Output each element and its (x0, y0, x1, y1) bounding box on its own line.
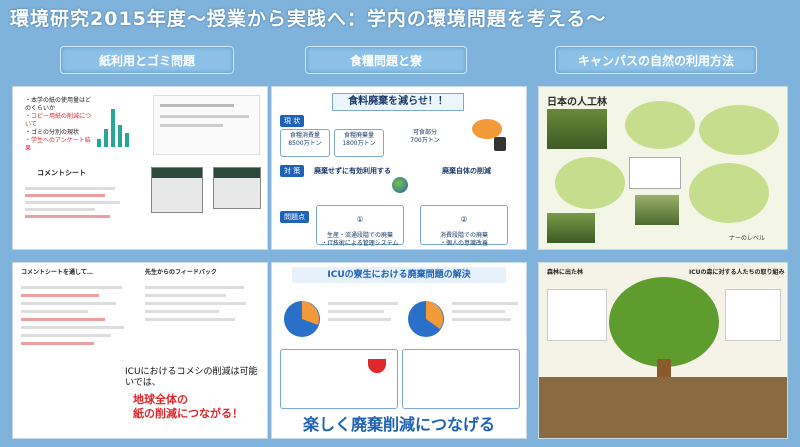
bar (125, 133, 129, 147)
stat-label: 可食部分 (412, 129, 437, 136)
panel-feedback: コメントシートを通して… 先生からのフィードバック ICUにおけるコメシの削減は… (12, 262, 268, 439)
issue-text: 生産・流通段階での廃棄 ・IT技術による管理システム (321, 232, 399, 247)
feedback-left-heading: コメントシートを通して… (21, 269, 93, 276)
measure-reuse: 廃棄せずに有効利用する (314, 167, 391, 175)
screenshot-thumb (151, 167, 203, 213)
tree-left-heading: 森林に出た林 (547, 269, 584, 276)
pie-chart (284, 301, 320, 337)
document-preview (153, 95, 260, 155)
usage-bar-chart (97, 109, 129, 147)
note-line: ・コピー用紙の削減について (25, 113, 92, 128)
bar (97, 139, 101, 147)
comment-sheet-heading: コメントシート (37, 169, 86, 177)
forest-photo (547, 109, 607, 149)
leaf-blob (625, 101, 695, 149)
stat-edible: 可食部分 700万トン (402, 127, 448, 153)
stat-value: 1800万トン (342, 140, 376, 147)
forest-heading: 日本の人工林 (547, 97, 607, 108)
pie-chart (408, 301, 444, 337)
forest-photo (635, 195, 679, 225)
feedback-right-text (145, 281, 257, 326)
stat-value: 700万トン (410, 137, 440, 144)
feedback-left-text (21, 281, 133, 350)
bar (104, 129, 108, 147)
dorm-banner: 楽しく廃棄削減につなげる (302, 415, 495, 434)
forest-caption: ナーのレベル (729, 235, 766, 242)
callout-red-text: 地球全体の 紙の削減につながる！ (133, 393, 243, 420)
soil-area (539, 377, 787, 438)
issue-production: ① 生産・流通段階での廃棄 ・IT技術による管理システム (316, 205, 404, 247)
food-icon (472, 119, 502, 139)
right-graph (725, 289, 781, 341)
globe-icon (392, 177, 408, 193)
screenshot-thumb (213, 167, 261, 209)
leaf-blob (689, 163, 769, 223)
forest-photo (547, 213, 595, 243)
stat-waste: 食糧廃棄量 1800万トン (334, 129, 384, 157)
note-line: ・本学の紙の使用量はどのくらいか (25, 97, 92, 112)
comment-text-block (25, 183, 125, 222)
panel-artificial-forest: 日本の人工林 ナーのレベル (538, 86, 788, 250)
panel-paper-research: ・本学の紙の使用量はどのくらいか ・コピー用紙の削減について ・ゴミの分別の現状… (12, 86, 268, 250)
tree-crown (609, 277, 719, 367)
leaf-blob (555, 157, 625, 209)
food-doc-title: 食料廃棄を減らせ！！ (332, 93, 464, 111)
graph-box (629, 157, 681, 189)
measure-reduce: 廃棄自体の削減 (442, 167, 491, 175)
food-bowl-icon (368, 359, 386, 373)
trash-icon (494, 137, 506, 151)
feedback-right-heading: 先生からのフィードバック (145, 269, 217, 276)
idea-box (280, 349, 398, 409)
poster-title: 環境研究2015年度〜授業から実践へ：学内の環境問題を考える〜 (10, 8, 607, 30)
callout-black-text: ICUにおけるコメシの削減は可能 いでは、 (125, 367, 258, 388)
dorm-heading: ICUの寮生における廃棄問題の解決 (292, 267, 506, 283)
issue-number: ② (460, 215, 468, 224)
panel-food-loss: 食料廃棄を減らせ！！ 現 状 食糧消費量 8500万トン 食糧廃棄量 1800万… (271, 86, 527, 250)
issues-label: 問題点 (280, 211, 309, 223)
column-header-food: 食糧問題と寮 (305, 46, 467, 74)
current-state-label: 現 状 (280, 115, 305, 127)
bar (111, 109, 115, 147)
issue-consumption: ② 消費段階での廃棄 ・個人の意識改善 (420, 205, 508, 247)
stat-label: 食糧消費量 (289, 132, 320, 139)
stat-label: 食糧廃棄量 (343, 132, 374, 139)
column-header-paper: 紙利用とゴミ問題 (60, 46, 234, 74)
note-line: ・学生へのアンケート結果 (25, 137, 91, 152)
bar (118, 125, 122, 147)
measures-label: 対 策 (280, 165, 305, 177)
tree-trunk (657, 359, 671, 379)
survey-text (452, 297, 518, 326)
stat-value: 8500万トン (288, 140, 322, 147)
leaf-blob (699, 105, 779, 155)
panel-paper-notes: ・本学の紙の使用量はどのくらいか ・コピー用紙の削減について ・ゴミの分別の現状… (25, 97, 93, 153)
issue-text: 消費段階での廃棄 ・個人の意識改善 (439, 232, 488, 247)
panel-campus-tree: 森林に出た林 ICUの森に対する人たちの取り組み (538, 262, 788, 439)
survey-text (328, 297, 398, 326)
idea-box (402, 349, 520, 409)
stat-consumption: 食糧消費量 8500万トン (280, 129, 330, 157)
left-graph (547, 289, 607, 341)
tree-right-heading: ICUの森に対する人たちの取り組み (689, 269, 785, 276)
note-line: ・ゴミの分別の現状 (25, 129, 80, 136)
column-header-campus: キャンパスの自然の利用方法 (555, 46, 757, 74)
issue-number: ① (356, 215, 364, 224)
panel-dorm-waste: ICUの寮生における廃棄問題の解決 楽しく廃棄削減につなげる (271, 262, 527, 439)
